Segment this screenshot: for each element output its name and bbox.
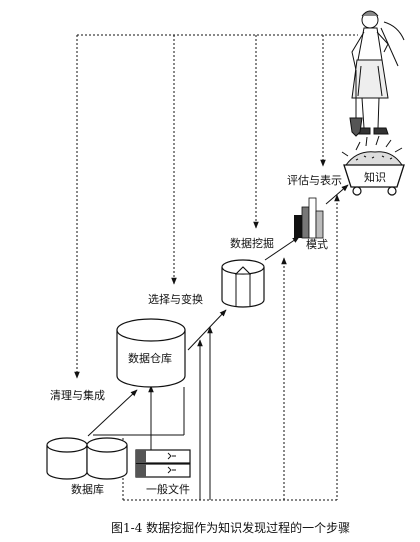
flow-lines (87, 184, 349, 500)
pattern-label: 模式 (306, 238, 328, 251)
knowledge-label: 知识 (364, 170, 386, 184)
feedback-dotted-lines (74, 34, 358, 501)
database-icon (46, 437, 128, 480)
knowledge-mine-cart-icon (341, 135, 405, 196)
data-mining-icon (221, 259, 265, 308)
miner-figure-icon (349, 10, 405, 137)
flat-file-icon (135, 449, 191, 478)
selection-transformation-label: 选择与变换 (148, 292, 203, 306)
cleaning-integration-label: 清理与集成 (50, 388, 105, 402)
evaluation-presentation-label: 评估与表示 (287, 173, 342, 187)
data-mining-label: 数据挖掘 (230, 236, 274, 250)
figure-caption: 图1-4 数据挖掘作为知识发现过程的一个步骤 (111, 520, 350, 535)
data-warehouse-label: 数据仓库 (128, 351, 172, 365)
database-label: 数据库 (71, 482, 104, 496)
flat-file-label: 一般文件 (146, 482, 190, 496)
data-warehouse-icon (116, 318, 186, 388)
pattern-bar-chart-icon (294, 197, 324, 239)
